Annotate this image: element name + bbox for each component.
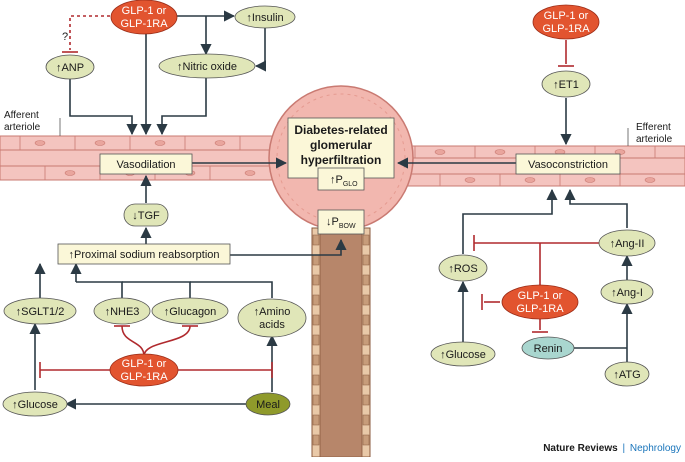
renin-node: Renin [521,336,575,360]
p-bow-box: ↓PBOW [317,209,365,235]
insulin-label: ↑Insulin [246,12,283,24]
glp1-top-left: GLP-1 or GLP-1RA [110,0,178,35]
nhe3-label: ↑NHE3 [105,306,140,318]
journal-name: Nephrology [629,443,681,454]
sglt-node: ↑SGLT1/2 [3,297,77,325]
credit-separator: | [622,443,626,454]
glucagon-node: ↑Glucagon [151,297,229,325]
drug-line1: GLP-1 or [518,290,563,302]
afferent-label-line2: arteriole [4,122,41,133]
nhe3-node: ↑NHE3 [93,297,151,325]
efferent-arteriole [384,145,685,187]
p-glo-box: ↑PGLO [317,167,365,191]
glp1-top-right: GLP-1 or GLP-1RA [532,4,600,40]
journal-credit: Nature Reviews | Nephrology [543,443,681,454]
insulin-node: ↑Insulin [234,5,296,29]
meal-node: Meal [245,392,291,416]
publisher-name: Nature Reviews [543,443,618,454]
renin-label: Renin [534,343,563,355]
tgf-box: ↓TGF [123,203,169,227]
drug-line1: GLP-1 or [122,358,167,370]
et1-label: ↑ET1 [553,79,579,91]
proximal-tubule [311,227,371,458]
afferent-label-line1: Afferent [4,110,39,121]
anp-node: ↑ANP [45,54,95,80]
atg-label: ↑ATG [613,369,640,381]
meal-label: Meal [256,399,280,411]
atg-node: ↑ATG [604,361,650,387]
amino-acids-label-line1: ↑Amino [254,306,291,318]
glucose-left-node: ↑Glucose [2,391,68,417]
p-bow-label: ↓PBOW [326,216,356,230]
drug-line2: GLP-1RA [516,303,564,315]
nitric-oxide-label: ↑Nitric oxide [177,61,237,73]
ang2-node: ↑Ang-II [598,229,656,257]
ros-label: ↑ROS [448,263,477,275]
proximal-reabsorption-label: ↑Proximal sodium reabsorption [68,249,219,261]
vasodilation-label: Vasodilation [116,159,175,171]
anp-label: ↑ANP [56,62,84,74]
question-mark: ? [62,31,68,43]
activation-arrows [29,10,633,410]
glp1-right: GLP-1 or GLP-1RA [501,284,579,320]
tgf-label: ↓TGF [132,210,160,222]
nitric-oxide-node: ↑Nitric oxide [158,53,256,79]
glucagon-label: ↑Glucagon [164,306,217,318]
drug-line1: GLP-1 or [544,10,589,22]
ros-node: ↑ROS [438,254,488,282]
hyperfiltration-title-line2: glomerular [310,138,372,152]
vasoconstriction-box: Vasoconstriction [515,153,621,175]
drug-line2: GLP-1RA [120,18,168,30]
drug-line2: GLP-1RA [542,23,590,35]
drug-line1: GLP-1 or [122,5,167,17]
glucose-right-node: ↑Glucose [430,341,496,367]
amino-acids-node: ↑Amino acids [237,298,307,338]
inhibition-lines [39,15,607,378]
et1-node: ↑ET1 [541,70,591,98]
efferent-label-line1: Efferent [636,122,671,133]
ang2-label: ↑Ang-II [610,238,645,250]
vasoconstriction-label: Vasoconstriction [528,159,608,171]
amino-acids-label-line2: acids [259,319,285,331]
glp1-bottom-left: GLP-1 or GLP-1RA [109,353,179,387]
p-glo-label: ↑PGLO [330,174,358,188]
glucose-right-label: ↑Glucose [440,349,486,361]
proximal-reabsorption-box: ↑Proximal sodium reabsorption [57,243,231,265]
hyperfiltration-title-line3: hyperfiltration [301,153,382,167]
glucose-left-label: ↑Glucose [12,399,58,411]
vasodilation-box: Vasodilation [99,153,193,175]
sglt-label: ↑SGLT1/2 [16,306,65,318]
hyperfiltration-title-line1: Diabetes-related [294,123,387,137]
efferent-label-line2: arteriole [636,134,673,145]
ang1-label: ↑Ang-I [611,287,643,299]
ang1-node: ↑Ang-I [600,279,654,305]
drug-line2: GLP-1RA [120,371,168,383]
